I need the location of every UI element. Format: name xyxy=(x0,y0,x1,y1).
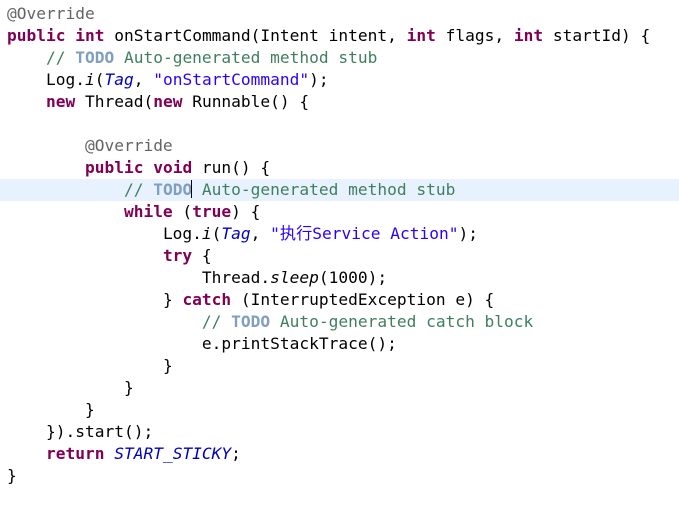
keyword-public: public xyxy=(84,158,144,177)
block-close: } xyxy=(162,290,183,309)
keyword-return: return xyxy=(45,444,105,463)
block-open: ) { xyxy=(231,202,261,221)
code-line-5: new Thread(new Runnable() { xyxy=(0,91,679,113)
block-close: } xyxy=(123,378,134,397)
statement-end: ; xyxy=(231,444,241,463)
code-line-4: Log.i(Tag, "onStartCommand"); xyxy=(0,69,679,91)
statement-end: ); xyxy=(458,224,478,243)
text-caret xyxy=(191,180,193,198)
statement-end: ); xyxy=(309,70,329,89)
catch-clause: (InterruptedException e) { xyxy=(231,290,495,309)
code-line-19: } xyxy=(0,399,679,421)
code-line-10: while (true) { xyxy=(0,201,679,223)
method-signature: onStartCommand(Intent intent, xyxy=(104,26,407,45)
todo-tag: TODO xyxy=(153,180,193,199)
comment-prefix: // xyxy=(45,48,76,67)
code-line-12: try { xyxy=(0,245,679,267)
run-signature: run() { xyxy=(192,158,271,177)
comment-text: Auto-generated method stub xyxy=(192,180,456,199)
keyword-true: true xyxy=(192,202,232,221)
block-open: { xyxy=(192,246,212,265)
code-line-6 xyxy=(0,113,679,135)
code-line-2: public int onStartCommand(Intent intent,… xyxy=(0,25,679,47)
thread-constructor: Thread( xyxy=(75,92,154,111)
keyword-while: while xyxy=(123,202,173,221)
code-line-8: public void run() { xyxy=(0,157,679,179)
static-method-i: i xyxy=(84,70,95,89)
field-tag: Tag xyxy=(221,224,251,243)
paren: ( xyxy=(94,70,105,89)
comment-prefix: // xyxy=(123,180,154,199)
keyword-catch: catch xyxy=(182,290,232,309)
keyword-new: new xyxy=(153,92,183,111)
keyword-new: new xyxy=(45,92,76,111)
keyword-int: int xyxy=(406,26,436,45)
keyword-try: try xyxy=(162,246,193,265)
code-line-22: } xyxy=(0,465,679,487)
keyword-int: int xyxy=(75,26,105,45)
string-literal: "onStartCommand" xyxy=(153,70,310,89)
param-flags: flags, xyxy=(435,26,514,45)
code-line-17: } xyxy=(0,355,679,377)
current-line-highlight: // TODO Auto-generated method stub xyxy=(0,179,679,201)
thread-start: }).start(); xyxy=(45,422,154,441)
code-line-11: Log.i(Tag, "执行Service Action"); xyxy=(0,223,679,245)
static-method-sleep: sleep xyxy=(270,268,319,287)
code-line-3: // TODO Auto-generated method stub xyxy=(0,47,679,69)
string-literal: "执行Service Action" xyxy=(270,224,459,243)
sleep-args: (1000); xyxy=(318,268,388,287)
paren: ( xyxy=(172,202,193,221)
block-close: } xyxy=(84,400,95,419)
code-line-18: } xyxy=(0,377,679,399)
keyword-public: public xyxy=(7,26,66,45)
comment-prefix: // xyxy=(201,312,232,331)
code-line-7: @Override xyxy=(0,135,679,157)
print-stack-trace: e.printStackTrace(); xyxy=(201,334,397,353)
comment-text: Auto-generated method stub xyxy=(114,48,378,67)
block-close: } xyxy=(7,466,17,485)
code-line-21: return START_STICKY; xyxy=(0,443,679,465)
log-class: Log. xyxy=(45,70,85,89)
paren: ( xyxy=(211,224,222,243)
space xyxy=(104,444,114,463)
code-line-20: }).start(); xyxy=(0,421,679,443)
keyword-int: int xyxy=(513,26,544,45)
comma: , xyxy=(250,224,271,243)
runnable-constructor: Runnable() { xyxy=(182,92,310,111)
annotation-override: @Override xyxy=(7,4,95,23)
keyword-void: void xyxy=(153,158,193,177)
code-line-1: @Override xyxy=(0,3,679,25)
todo-tag: TODO xyxy=(231,312,271,331)
code-line-16: e.printStackTrace(); xyxy=(0,333,679,355)
comma: , xyxy=(133,70,154,89)
code-line-15: // TODO Auto-generated catch block xyxy=(0,311,679,333)
code-editor[interactable]: @Override public int onStartCommand(Inte… xyxy=(0,0,679,499)
log-class: Log. xyxy=(162,224,202,243)
constant-start-sticky: START_STICKY xyxy=(114,444,232,463)
field-tag: Tag xyxy=(104,70,134,89)
static-method-i: i xyxy=(201,224,212,243)
param-startid: startId) { xyxy=(543,26,651,45)
annotation-override: @Override xyxy=(84,136,173,155)
code-line-13: Thread.sleep(1000); xyxy=(0,267,679,289)
comment-text: Auto-generated catch block xyxy=(270,312,534,331)
thread-class: Thread. xyxy=(201,268,271,287)
code-line-14: } catch (InterruptedException e) { xyxy=(0,289,679,311)
todo-tag: TODO xyxy=(75,48,115,67)
block-close: } xyxy=(162,356,173,375)
